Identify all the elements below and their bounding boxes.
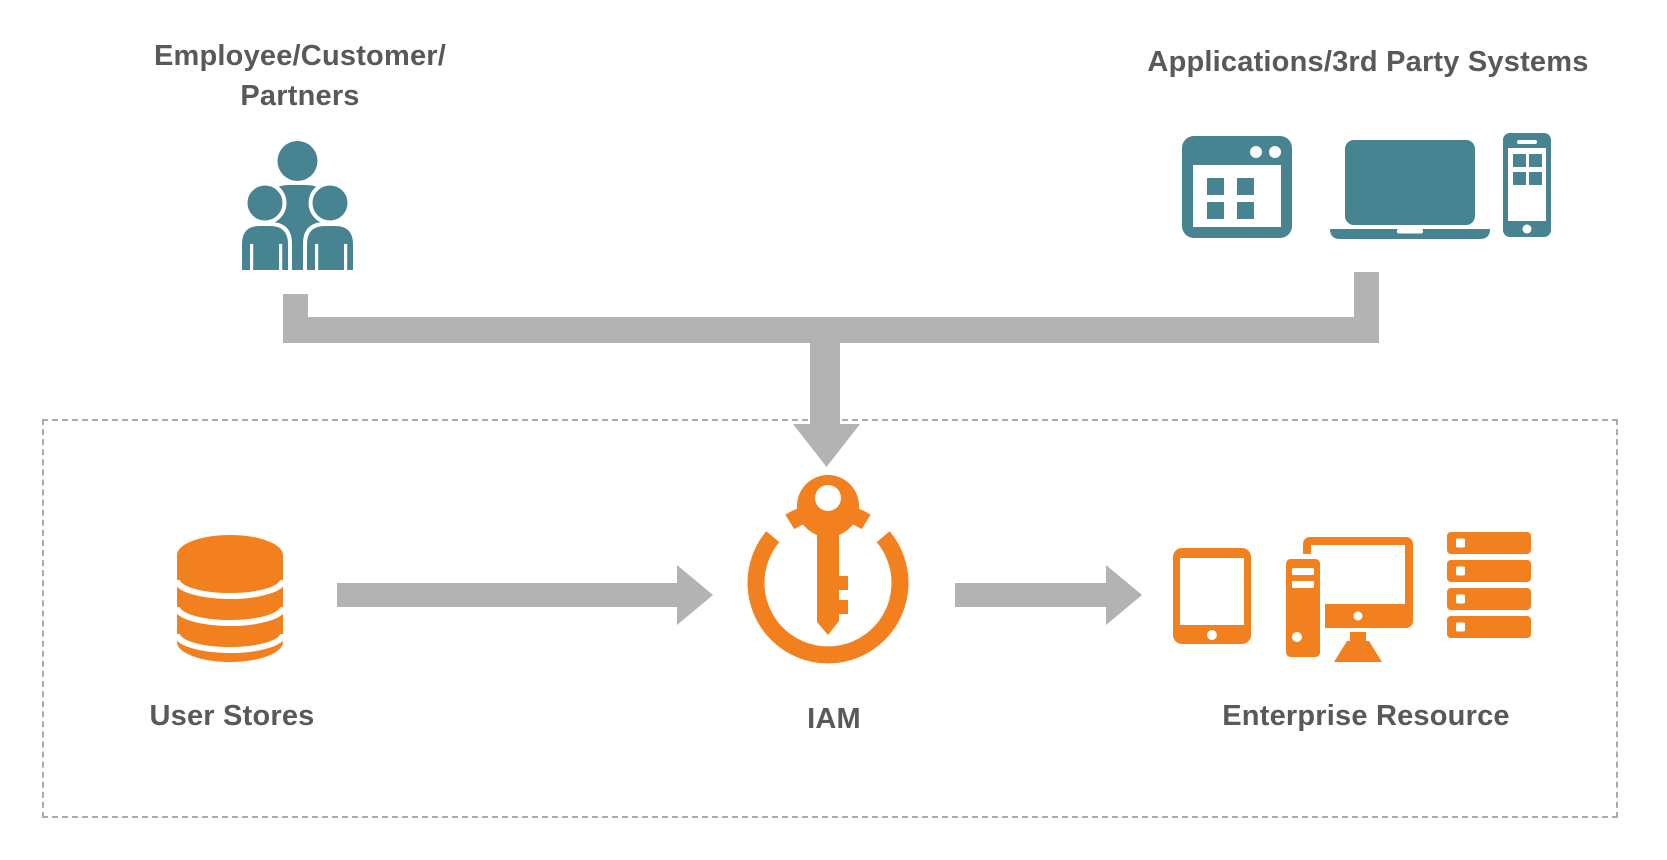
user-stores-label: User Stores bbox=[82, 700, 382, 733]
connector-arrow-down-icon bbox=[283, 272, 1379, 467]
applications-title-text: Applications/3rd Party Systems bbox=[1147, 46, 1589, 78]
laptop-icon bbox=[1330, 140, 1490, 239]
enterprise-resource-label: Enterprise Resource bbox=[1166, 700, 1566, 733]
smartphone-icon bbox=[1503, 133, 1551, 237]
key-in-circle-icon bbox=[747, 475, 909, 664]
app-window-icon bbox=[1182, 136, 1292, 238]
enterprise-resource-label-text: Enterprise Resource bbox=[1222, 700, 1510, 732]
users-title-line1: Employee/Customer/ bbox=[153, 40, 447, 72]
iam-label: IAM bbox=[684, 703, 984, 736]
arrow-userstores-to-iam-icon bbox=[337, 565, 713, 625]
database-icon bbox=[177, 535, 283, 662]
tablet-icon bbox=[1173, 548, 1251, 644]
desktop-computer-icon bbox=[1281, 537, 1413, 662]
users-title: Employee/Customer/ Partners bbox=[60, 36, 540, 116]
server-rack-icon bbox=[1447, 532, 1531, 638]
people-group-icon bbox=[238, 141, 357, 270]
arrow-iam-to-enterprise-icon bbox=[955, 565, 1142, 625]
users-title-line2: Partners bbox=[240, 80, 360, 113]
applications-title: Applications/3rd Party Systems bbox=[1098, 42, 1638, 82]
user-stores-label-text: User Stores bbox=[149, 700, 315, 732]
iam-label-text: IAM bbox=[807, 703, 861, 735]
